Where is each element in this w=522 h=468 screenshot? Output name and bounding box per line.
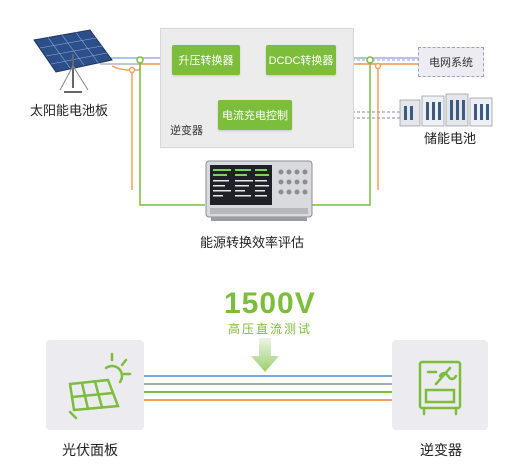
dcdc-converter-box: DCDC转换器: [266, 45, 336, 75]
charge-control-box: 电流充电控制: [218, 100, 292, 130]
grid-system-box: 电网系统: [418, 47, 484, 77]
dcdc-converter-label: DCDC转换器: [268, 55, 334, 67]
charge-control-label: 电流充电控制: [222, 110, 288, 122]
down-arrow-icon: [251, 338, 279, 372]
grid-system-label: 电网系统: [429, 57, 473, 69]
voltage-value: 1500V: [224, 287, 316, 320]
pv-panel-tile: [46, 340, 144, 430]
power-analyzer-icon: [205, 160, 313, 221]
inverter-bottom-label: 逆变器: [420, 442, 462, 458]
solar-panel-icon: [33, 29, 113, 93]
test-label: 高压直流测试: [228, 322, 313, 336]
battery-label: 储能电池: [424, 131, 477, 146]
inverter-label: 逆变器: [170, 125, 203, 137]
boost-converter-box: 升压转换器: [172, 45, 240, 75]
battery-bank-icon: [399, 93, 493, 127]
boost-converter-label: 升压转换器: [178, 55, 234, 67]
pv-panel-label: 光伏面板: [62, 442, 118, 458]
inverter-tile: [392, 340, 488, 430]
inverter-icon: [418, 360, 462, 416]
analyzer-label: 能源转换效率评估: [200, 235, 305, 250]
pv-panel-icon: [68, 352, 132, 420]
solar-panel-label: 太阳能电池板: [30, 103, 109, 118]
